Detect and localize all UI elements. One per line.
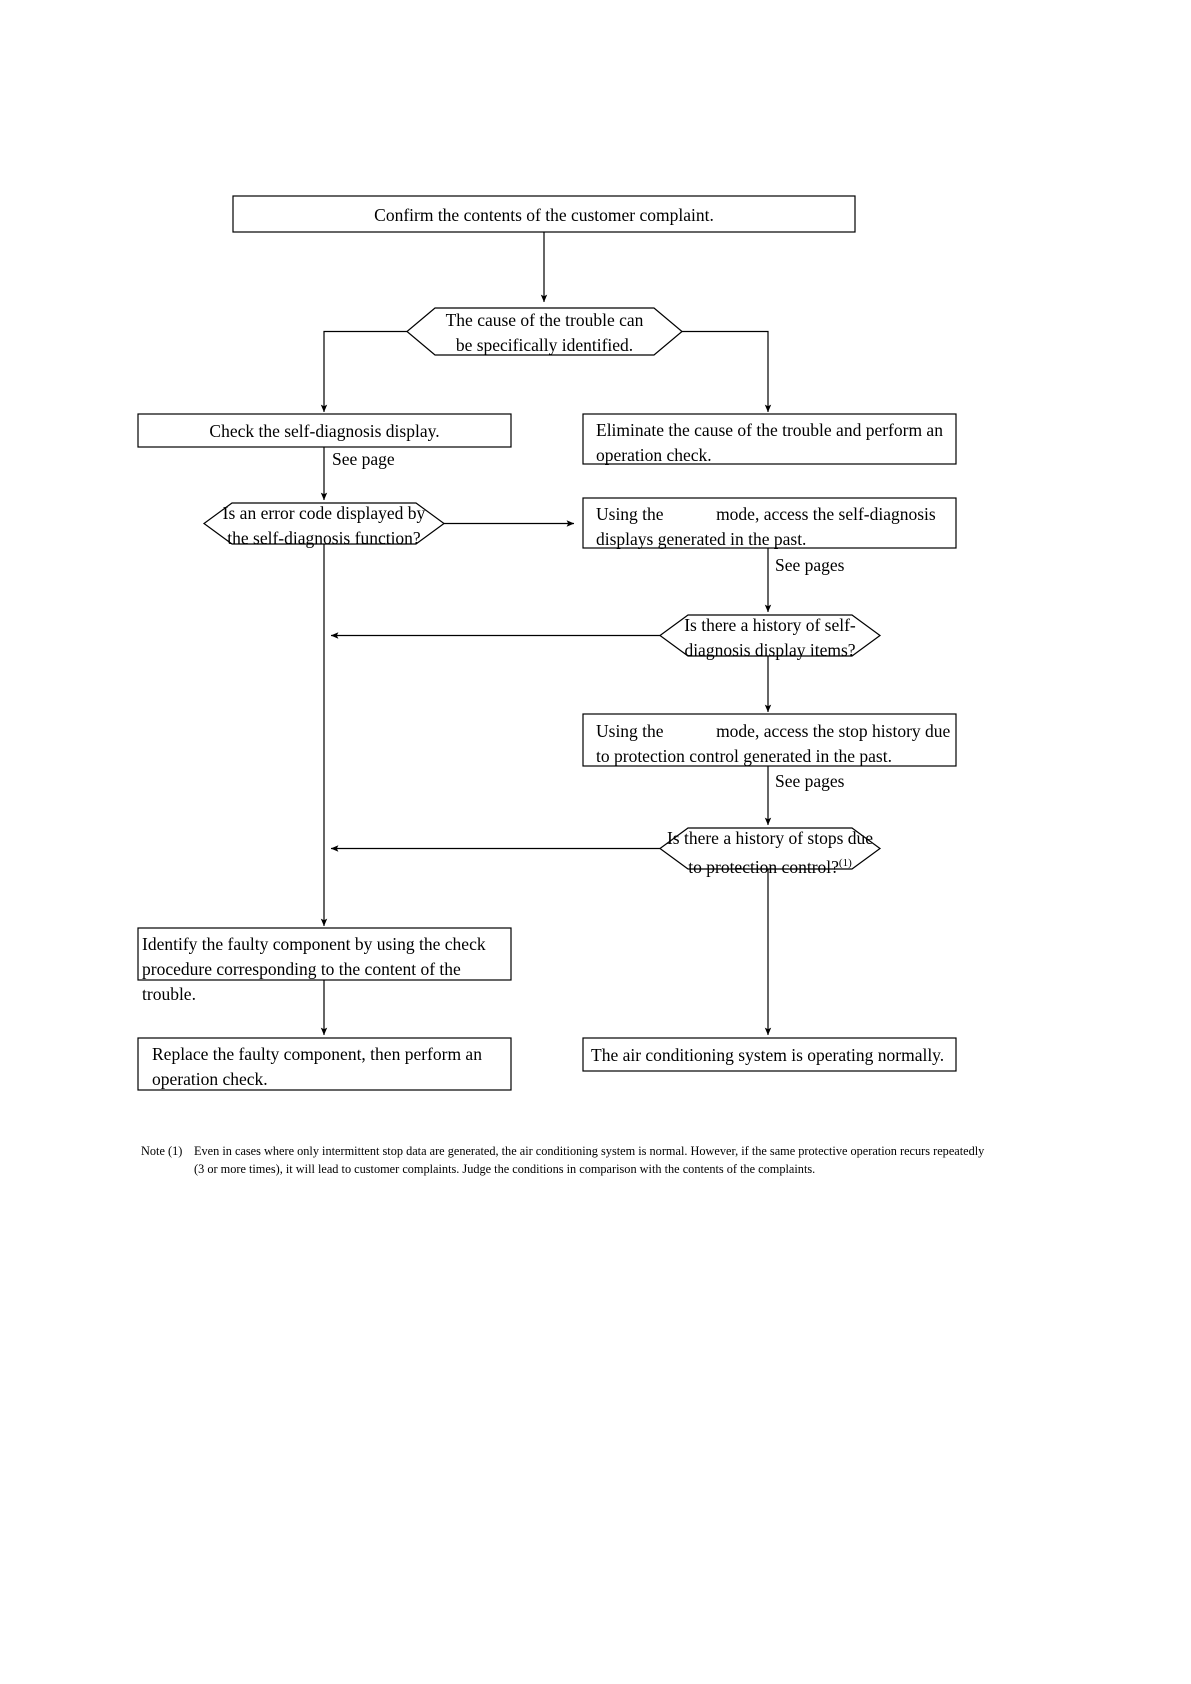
edge-label-see-page: See page [332, 449, 395, 469]
node-confirm-complaint-shape [232, 195, 856, 233]
node-system-normal-shape [582, 1037, 957, 1072]
node-confirm-complaint-label: Confirm the contents of the customer com… [374, 205, 714, 225]
node-replace-faulty-component-label: Replace the faulty component, then perfo… [152, 1044, 482, 1089]
node-identify-faulty-component-shape [137, 927, 512, 981]
node-using-mode-stop-history-shape [582, 713, 957, 767]
node-using-mode-self-diagnosis-label: Using the mode, access the self-diagnosi… [596, 504, 936, 549]
edge-cause-identified-right [682, 330, 772, 413]
node-error-code-question-shape [202, 502, 446, 545]
node-check-self-diagnosis-label: Check the self-diagnosis display. [209, 421, 440, 441]
node-history-protection-question-label: Is there a history of stops due to prote… [666, 826, 874, 880]
edge-label-see-pages-2: See pages [775, 771, 845, 791]
node-identify-faulty-component-label: Identify the faulty component by using t… [142, 934, 486, 1004]
edge-label-see-pages-1: See pages [775, 555, 845, 575]
node-system-normal-label: The air conditioning system is operating… [591, 1045, 945, 1065]
node-error-code-question-label: Is an error code displayed by the self-d… [222, 503, 426, 548]
node-history-self-diagnosis-question-label: Is there a history of self- diagnosis di… [684, 615, 856, 660]
node-history-protection-footnote-marker: (1) [838, 857, 852, 869]
edge-cause-identified-left [320, 330, 407, 413]
node-replace-faulty-component-shape [137, 1037, 512, 1091]
footnote-text: Even in cases where only intermittent st… [194, 1144, 985, 1176]
node-using-mode-stop-history-label: Using the mode, access the stop history … [596, 721, 951, 766]
node-check-self-diagnosis-shape [137, 413, 512, 448]
node-eliminate-cause-shape [582, 413, 957, 465]
node-eliminate-cause-label: Eliminate the cause of the trouble and p… [596, 420, 943, 465]
node-cause-identified-label: The cause of the trouble can be specific… [445, 310, 644, 355]
node-using-mode-self-diagnosis-shape [582, 497, 957, 549]
node-history-protection-question-text: Is there a history of stops due to prote… [666, 828, 874, 877]
footnote-label: Note (1) [141, 1144, 183, 1158]
